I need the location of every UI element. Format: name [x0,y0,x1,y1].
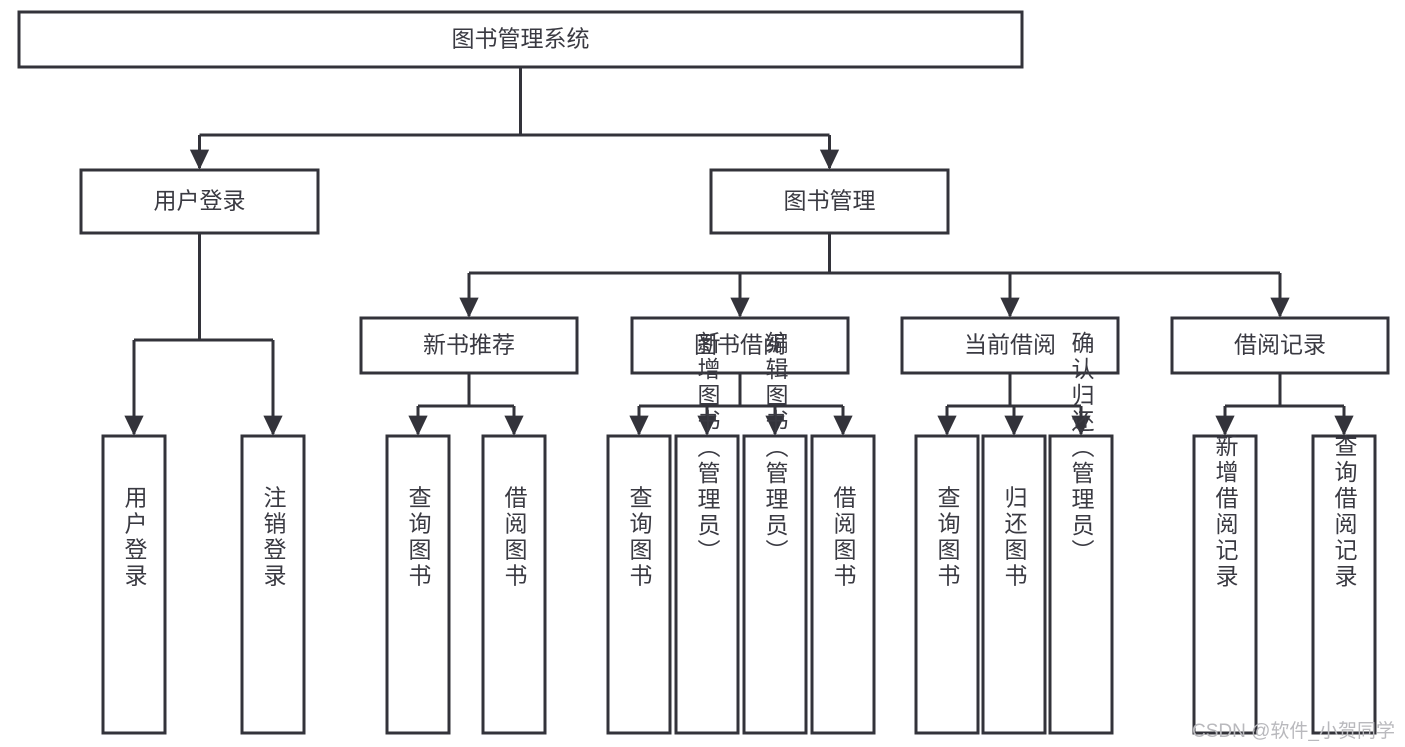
node-user-login[interactable]: 用户登录 [79,168,320,235]
node-label: 新增图书（管理员） [694,331,721,565]
node-box [606,434,672,735]
node-label: 编辑图书（管理员） [762,331,789,565]
edge-layer [124,67,1354,436]
connector [629,373,853,436]
node-leaf-confirm-return-admin[interactable]: 确认归还（管理员） [1048,331,1114,735]
node-box [981,434,1047,735]
node-label: 图书管理 [784,188,876,214]
node-box [359,316,579,375]
connector [1215,373,1354,436]
node-label: 归还图书 [1001,486,1028,590]
node-current-borrow[interactable]: 当前借阅 [900,316,1120,375]
node-label: 注销登录 [260,486,287,590]
node-leaf-query-book-rec[interactable]: 查询图书 [385,434,451,735]
node-label: 查询图书 [405,486,432,590]
node-label: 查询借阅记录 [1331,434,1358,590]
node-box [1048,434,1114,735]
node-box [630,316,850,375]
node-label: 借阅图书 [501,486,528,590]
node-box [385,434,451,735]
node-box [101,434,167,735]
node-box [79,168,320,235]
node-book-borrow[interactable]: 图书借阅 [630,316,850,375]
node-leaf-borrow-book-rec[interactable]: 借阅图书 [481,434,547,735]
node-leaf-edit-book-admin[interactable]: 编辑图书（管理员） [742,331,808,735]
node-box [914,434,980,735]
node-layer: 图书管理系统用户登录图书管理新书推荐图书借阅当前借阅借阅记录用户登录注销登录查询… [17,10,1390,735]
node-label: 新书推荐 [423,332,515,358]
node-label: 查询图书 [934,486,961,590]
node-leaf-borrow-book[interactable]: 借阅图书 [810,434,876,735]
node-label: 借阅记录 [1234,332,1326,358]
node-box [1170,316,1390,375]
connector [408,373,524,436]
node-box [742,434,808,735]
connector [189,67,840,170]
node-box [481,434,547,735]
node-leaf-user-login[interactable]: 用户登录 [101,434,167,735]
node-label: 查询图书 [626,486,653,590]
node-label: 确认归还（管理员） [1068,331,1095,565]
node-new-book-recommend[interactable]: 新书推荐 [359,316,579,375]
node-box [1311,434,1377,735]
node-leaf-query-book-current[interactable]: 查询图书 [914,434,980,735]
node-label: 用户登录 [121,486,148,590]
node-label: 图书借阅 [694,332,786,358]
node-leaf-query-record[interactable]: 查询借阅记录 [1311,434,1377,735]
connector [124,233,283,436]
node-box [709,168,950,235]
node-box [900,316,1120,375]
node-label: 当前借阅 [964,332,1056,358]
node-box [674,434,740,735]
node-book-management[interactable]: 图书管理 [709,168,950,235]
node-box [17,10,1024,69]
node-label: 新增借阅记录 [1212,434,1239,590]
node-label: 用户登录 [154,188,246,214]
node-leaf-logout[interactable]: 注销登录 [240,434,306,735]
node-box [1192,434,1258,735]
connector [937,373,1091,436]
node-leaf-add-record[interactable]: 新增借阅记录 [1192,434,1258,735]
node-box [810,434,876,735]
node-borrow-record[interactable]: 借阅记录 [1170,316,1390,375]
node-leaf-query-book-borrow[interactable]: 查询图书 [606,434,672,735]
node-label: 借阅图书 [830,486,857,590]
node-leaf-return-book[interactable]: 归还图书 [981,434,1047,735]
node-label: 图书管理系统 [452,26,590,52]
connector [459,233,1290,318]
node-leaf-add-book-admin[interactable]: 新增图书（管理员） [674,331,740,735]
node-box [240,434,306,735]
node-root[interactable]: 图书管理系统 [17,10,1024,69]
